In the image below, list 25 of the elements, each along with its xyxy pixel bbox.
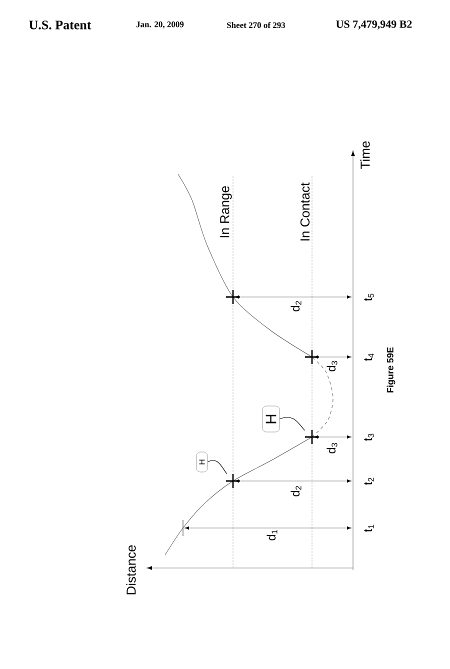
dimension-label: d$_{2}$ (290, 486, 302, 496)
header-text: Jan. 20, 2009 (136, 22, 184, 28)
threshold-label: In Range (220, 186, 232, 238)
time-label: t$_{1}$ (364, 524, 374, 532)
callout-box: H (196, 452, 208, 472)
time-label: t$_{3}$ (364, 434, 374, 441)
header-text: Sheet 270 of 293 (227, 22, 286, 28)
axis-label: Time (360, 141, 370, 169)
cross-mark (305, 430, 319, 444)
header-text: US 7,479,949 B2 (336, 20, 412, 30)
dimension-label: d$_{2}$ (290, 301, 302, 312)
threshold-label: In Contact (300, 182, 310, 240)
header-text: U.S. Patent (29, 20, 92, 30)
leader-line (207, 460, 228, 474)
time-label: t$_{5}$ (364, 294, 374, 301)
figure-caption: Figure 59E (386, 347, 396, 392)
dimension-label: d$_{3}$ (326, 443, 338, 454)
callout-box: H (262, 406, 280, 432)
cross-mark (226, 474, 240, 488)
dimension-label: d$_{3}$ (326, 361, 338, 372)
axis-label: Distance (126, 545, 136, 594)
time-label: t$_{4}$ (364, 354, 374, 361)
time-label: t$_{2}$ (364, 478, 374, 485)
dimension-label: d$_{1}$ (266, 530, 278, 540)
leader-line (279, 417, 306, 431)
